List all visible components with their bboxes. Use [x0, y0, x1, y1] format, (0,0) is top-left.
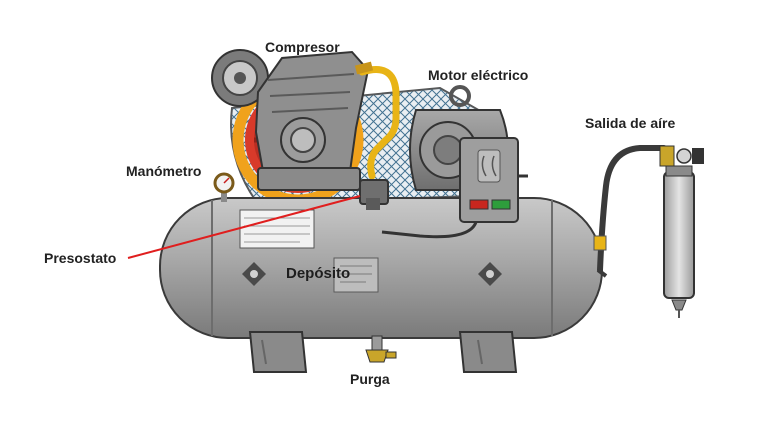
- manometer: [213, 172, 235, 202]
- label-motor: Motor eléctrico: [428, 67, 529, 83]
- air-outlet: [593, 145, 704, 318]
- tank: [159, 197, 603, 339]
- label-manometro: Manómetro: [126, 163, 202, 179]
- label-deposito: Depósito: [286, 265, 351, 282]
- label-presostato: Presostato: [44, 250, 117, 266]
- electric-motor: [381, 85, 528, 239]
- label-salida: Salida de aíre: [585, 115, 676, 131]
- presostato-pointer: [127, 195, 361, 259]
- label-purga: Purga: [350, 371, 390, 387]
- discharge-pipe: [354, 61, 400, 180]
- pressure-switch: [359, 179, 389, 210]
- label-compresor: Compresor: [265, 39, 340, 55]
- drain-valve: [365, 335, 397, 363]
- tank-feet: [248, 331, 518, 373]
- compressor-head: [211, 49, 370, 191]
